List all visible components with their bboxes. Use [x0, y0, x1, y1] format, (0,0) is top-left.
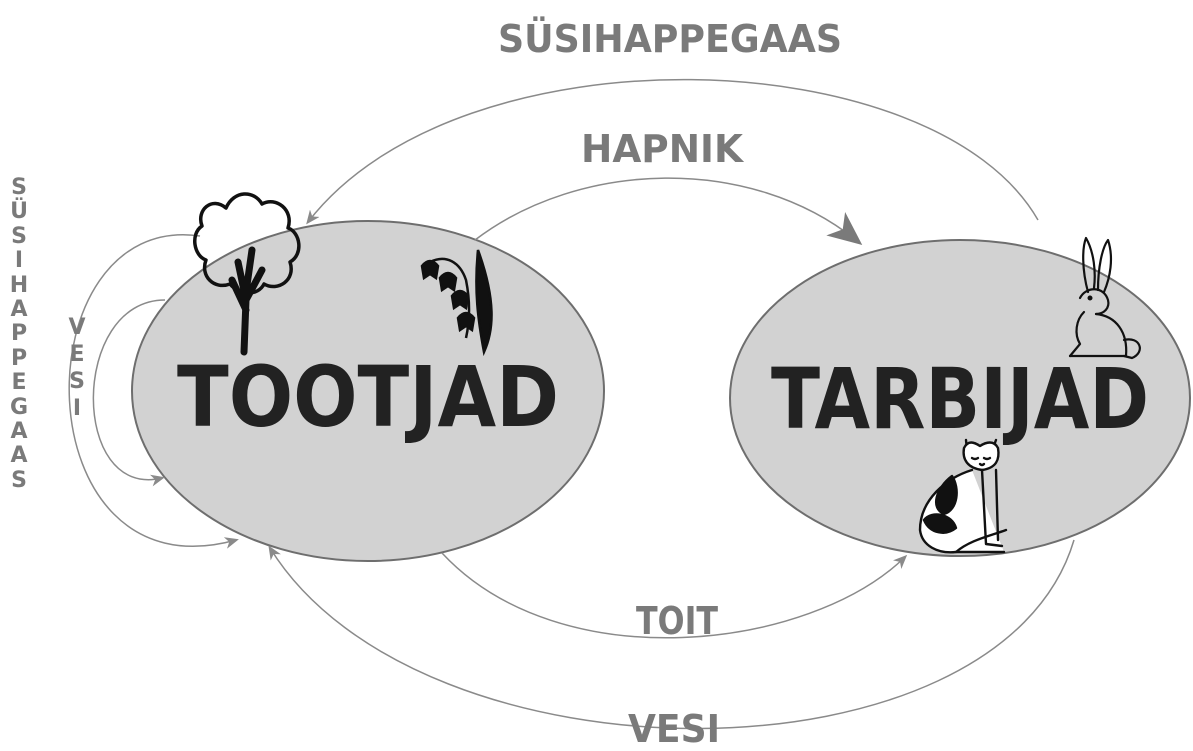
producers-label: TOOTJAD: [177, 348, 559, 446]
co2-left-letter: S: [11, 223, 27, 249]
co2-left-letter: E: [11, 370, 27, 396]
water-left-letter: V: [68, 315, 86, 340]
water-left-letter: I: [72, 396, 82, 421]
co2-left-letter: P: [10, 321, 28, 347]
co2-top-arrow: [306, 78, 1039, 225]
consumers-label: TARBIJAD: [771, 350, 1149, 448]
water-left-letter: S: [69, 369, 85, 394]
co2-left-arrow: [68, 234, 239, 549]
water-left-letter: E: [69, 342, 85, 367]
consumers-ellipse: [729, 239, 1191, 557]
co2-left-letter: P: [10, 345, 28, 371]
co2-left-letter: S: [11, 467, 27, 493]
rabbit-icon: [1068, 236, 1141, 360]
co2-left-letter: A: [10, 419, 28, 445]
co2-top-label: SÜSIHAPPEGAAS: [498, 17, 842, 61]
co2-left-letter: S: [11, 175, 27, 200]
lily-of-the-valley-icon: [420, 249, 493, 357]
food-arrow: [441, 552, 908, 639]
oxygen-label: HAPNIK: [581, 127, 745, 171]
water-left-arrow: [92, 299, 166, 487]
co2-left-letter: A: [10, 297, 28, 323]
water-bottom-label: VESI: [628, 707, 720, 751]
water-bottom-arrow: [268, 539, 1075, 730]
co2-left-letter: Ü: [10, 199, 28, 225]
food-label: TOIT: [636, 599, 718, 643]
cat-icon: [918, 438, 1008, 554]
co2-left-letter: H: [9, 272, 29, 298]
co2-left-letter: G: [9, 394, 29, 420]
co2-left-letter: I: [14, 248, 24, 274]
co2-left-letter: A: [10, 443, 28, 469]
tree-icon: [193, 192, 301, 356]
oxygen-arrow: [474, 177, 863, 245]
